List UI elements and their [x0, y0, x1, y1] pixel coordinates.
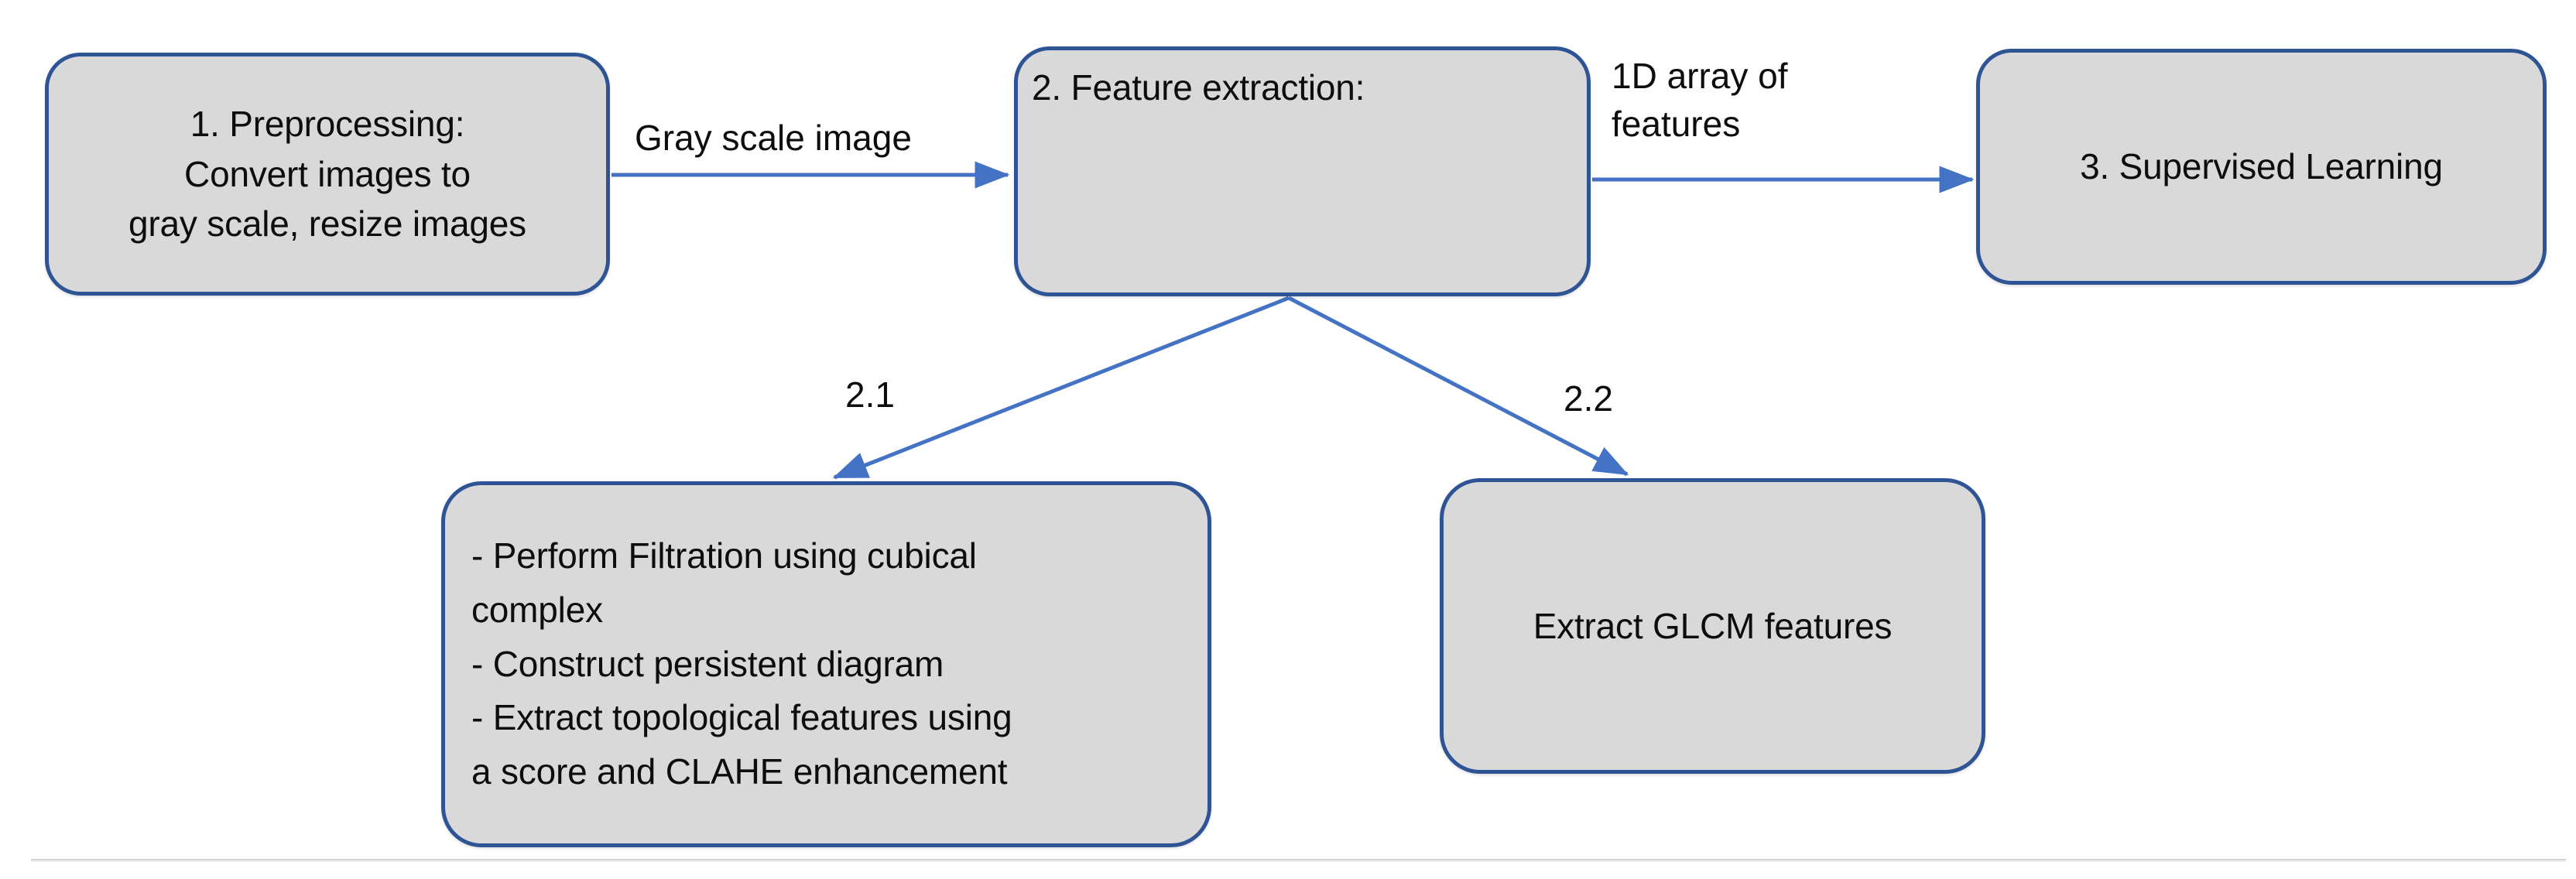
node-topological-features-label: - Perform Filtration using cubical compl… [471, 535, 1012, 792]
edge-label-1d-array-of-features: 1D array of features [1612, 56, 1788, 144]
node-supervised-learning[interactable]: 3. Supervised Learning [1976, 49, 2547, 285]
node-feature-extraction[interactable]: 2. Feature extraction: [1014, 46, 1591, 296]
arrow-feature-extraction-to-topological [832, 296, 1290, 480]
edge-label-branch-2-2: 2.2 [1564, 378, 1613, 419]
edge-label-gray-scale-image: Gray scale image [635, 118, 912, 158]
node-topological-features[interactable]: - Perform Filtration using cubical compl… [441, 481, 1211, 847]
bottom-divider [31, 859, 2566, 862]
node-feature-extraction-label: 2. Feature extraction: [1032, 67, 1365, 108]
node-glcm-features[interactable]: Extract GLCM features [1440, 478, 1985, 774]
node-supervised-learning-label: 3. Supervised Learning [2080, 146, 2443, 187]
edge-label-branch-2-1: 2.1 [845, 375, 895, 415]
node-preprocessing[interactable]: 1. Preprocessing: Convert images to gray… [45, 53, 610, 296]
node-preprocessing-label: 1. Preprocessing: Convert images to gray… [128, 104, 526, 245]
node-glcm-features-label: Extract GLCM features [1533, 605, 1893, 646]
